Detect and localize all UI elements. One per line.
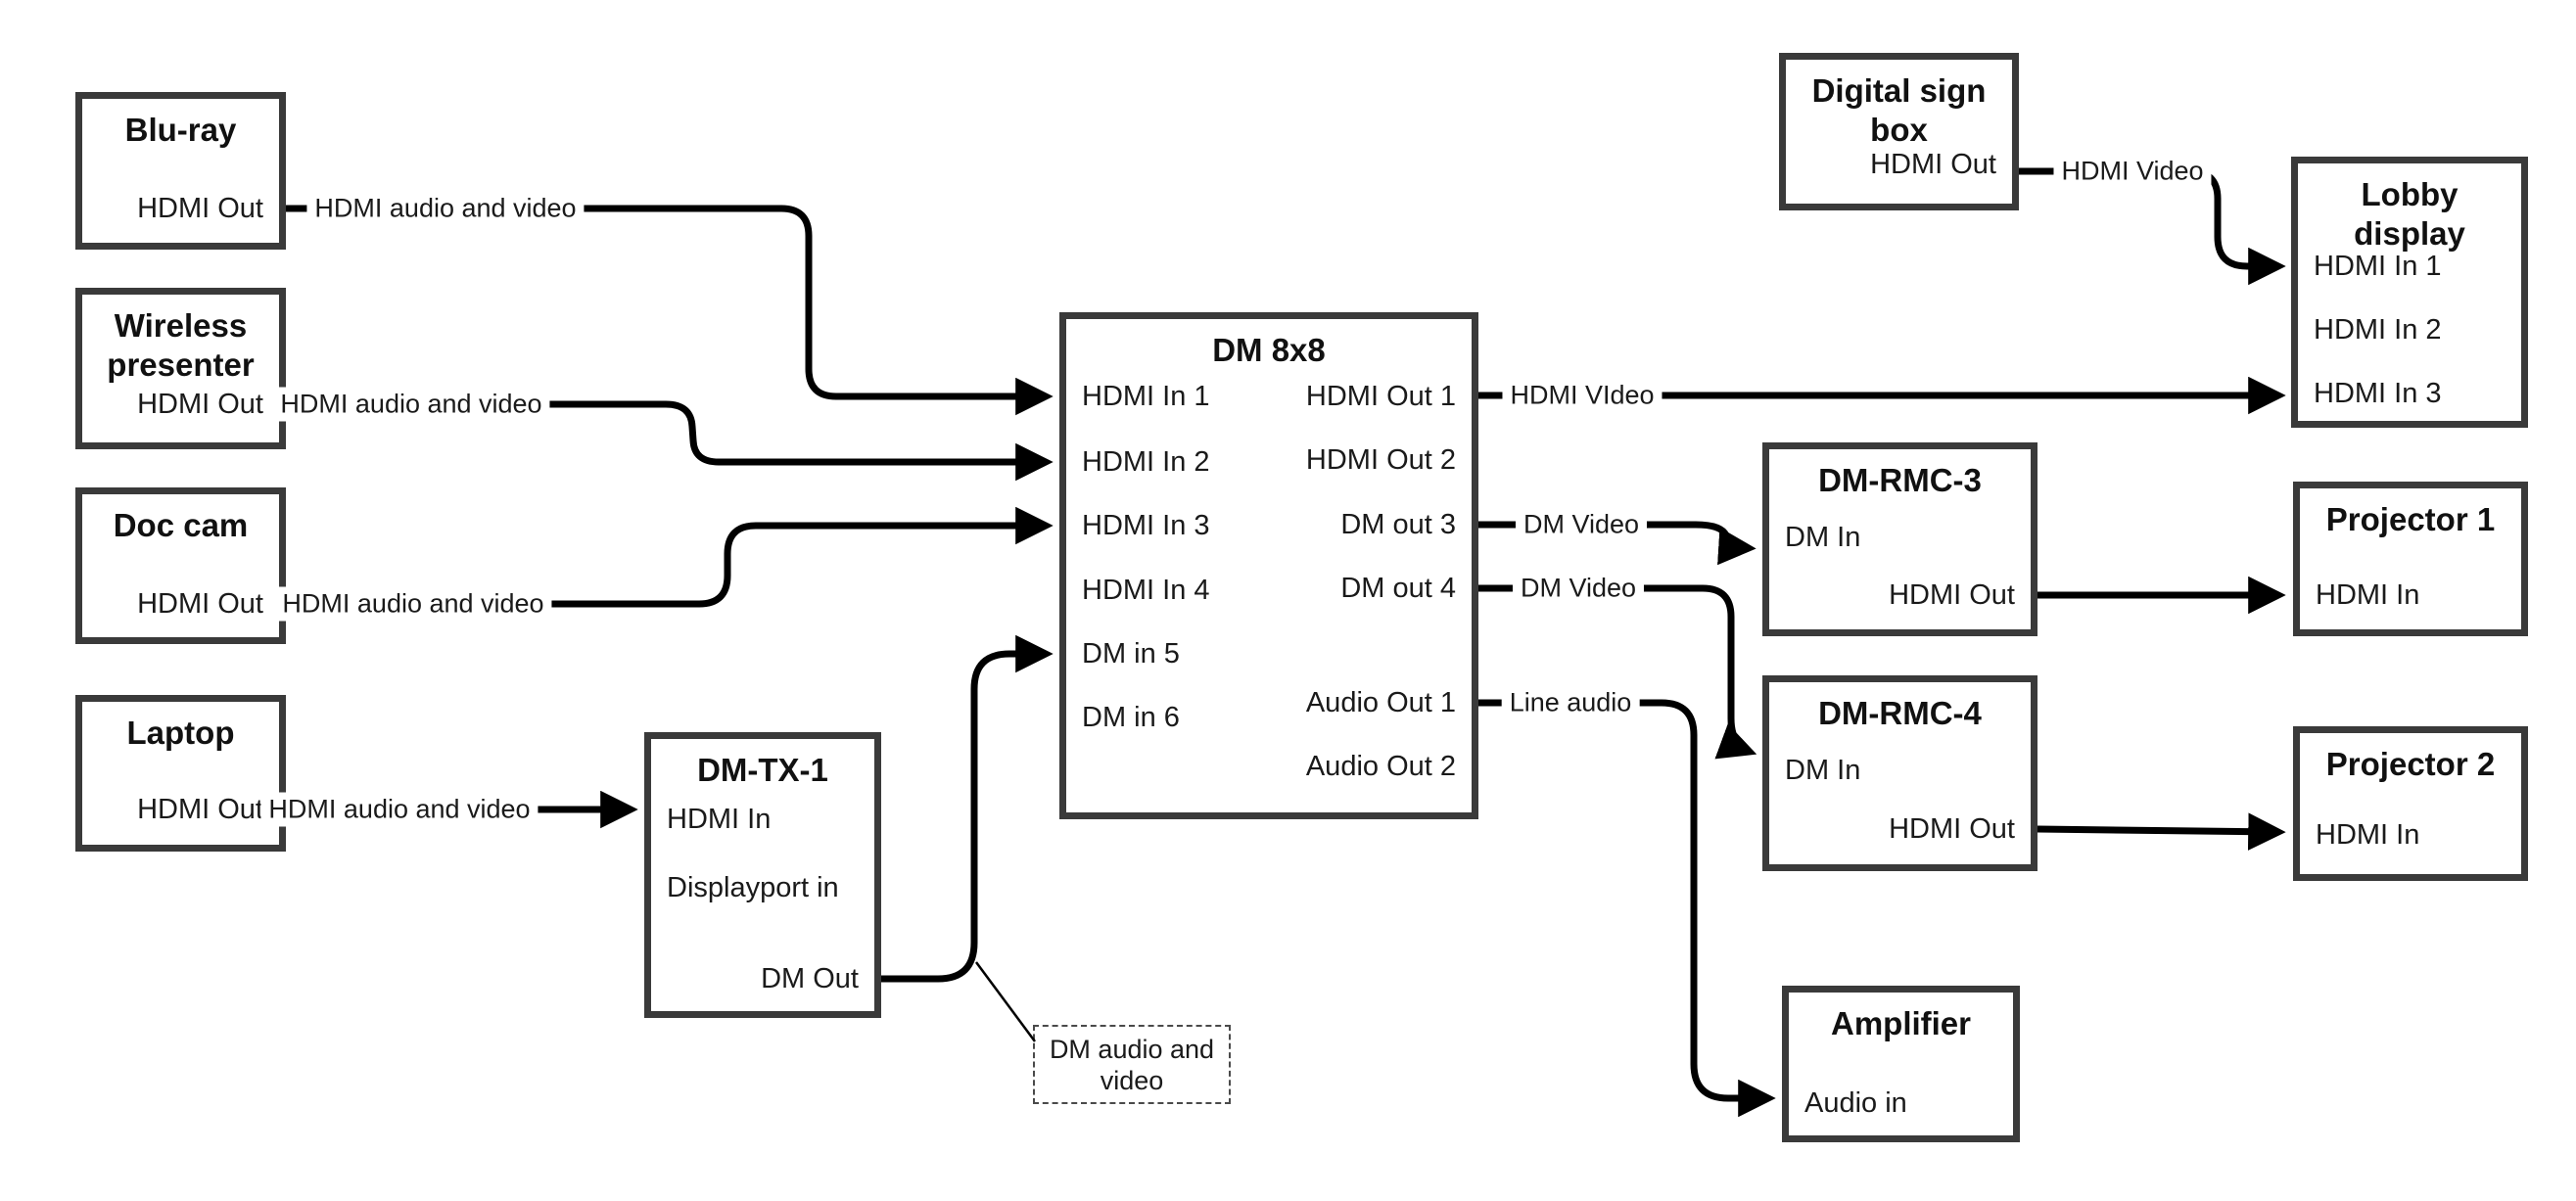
node-bluray: Blu-ray HDMI Out: [75, 92, 286, 250]
port-hdmi-in: HDMI In: [2316, 579, 2420, 611]
wire-label: Line audio: [1501, 685, 1640, 720]
port-hdmi-out-2: HDMI Out 2: [1305, 444, 1456, 476]
node-title: Amplifier: [1830, 1005, 1972, 1041]
port-hdmi-out: HDMI Out: [1870, 149, 1996, 180]
wire-dmtx1-to-dm8x8: [881, 634, 1054, 983]
node-title: DM-TX-1: [697, 752, 828, 788]
wire-label: HDMI audio and video: [272, 387, 550, 422]
wire-dmout4-to-dmrmc4: [1478, 584, 1757, 760]
wire-label: HDMI audio and video: [306, 191, 585, 226]
port-hdmi-in-1: HDMI In 1: [1082, 381, 1210, 412]
port-hdmi-out-1: HDMI Out 1: [1305, 381, 1456, 412]
port-dm-in-5: DM in 5: [1082, 638, 1180, 670]
node-dm-tx-1: DM-TX-1 HDMI In Displayport in DM Out: [644, 732, 881, 1018]
node-title: Blu-ray: [124, 112, 237, 148]
node-dm-rmc-3: DM-RMC-3 DM In HDMI Out: [1762, 442, 2037, 636]
port-dm-in: DM In: [1785, 755, 1861, 786]
callout-dm-audio-and-video: DM audio and video: [1033, 1025, 1231, 1104]
node-title: Lobby display: [2354, 176, 2465, 252]
port-hdmi-out: HDMI Out: [137, 588, 263, 620]
port-audio-in: Audio in: [1804, 1087, 1907, 1119]
port-displayport-in: Displayport in: [667, 872, 839, 903]
port-hdmi-in-2: HDMI In 2: [1082, 446, 1210, 478]
wire-label: DM Video: [1515, 507, 1648, 542]
port-hdmi-in-4: HDMI In 4: [1082, 575, 1210, 606]
node-title: Doc cam: [113, 507, 249, 543]
wire-label: HDMI VIdeo: [1502, 378, 1663, 413]
wire-audioout1-to-amp: [1478, 699, 1776, 1118]
node-dm-8x8: DM 8x8 HDMI In 1 HDMI In 2 HDMI In 3 HDM…: [1059, 312, 1478, 819]
port-hdmi-in-1: HDMI In 1: [2314, 251, 2442, 282]
node-title: DM 8x8: [1212, 332, 1326, 368]
port-audio-out-2: Audio Out 2: [1305, 751, 1456, 782]
port-dm-out: DM Out: [761, 963, 859, 994]
node-amplifier: Amplifier Audio in: [1782, 986, 2020, 1142]
wire-dmrmc4-to-proj2: [2037, 812, 2286, 851]
node-title: Projector 1: [2325, 501, 2496, 537]
node-title: DM-RMC-3: [1818, 462, 1982, 498]
node-title: Digital sign box: [1811, 72, 1987, 148]
port-hdmi-in-2: HDMI In 2: [2314, 314, 2442, 346]
node-title: Wireless presenter: [107, 307, 255, 383]
wire-bluray-to-dm8x8: [286, 205, 1054, 416]
callout-leader-line: [974, 961, 1037, 1042]
node-wireless-presenter: Wireless presenter HDMI Out: [75, 288, 286, 449]
port-hdmi-out: HDMI Out: [1889, 813, 2015, 845]
node-title: Laptop: [126, 715, 235, 751]
port-hdmi-in-3: HDMI In 3: [1082, 510, 1210, 541]
port-hdmi-out: HDMI Out: [137, 794, 263, 825]
node-title: Projector 2: [2325, 746, 2496, 782]
node-lobby-display: Lobby display HDMI In 1 HDMI In 2 HDMI I…: [2291, 157, 2528, 428]
node-laptop: Laptop HDMI Out: [75, 695, 286, 852]
port-audio-out-1: Audio Out 1: [1305, 687, 1456, 718]
wire-label: HDMI audio and video: [274, 586, 552, 622]
port-hdmi-in: HDMI In: [667, 804, 772, 835]
port-dm-in: DM In: [1785, 522, 1861, 553]
node-title: DM-RMC-4: [1818, 695, 1982, 731]
port-dm-out-3: DM out 3: [1340, 509, 1456, 540]
port-dm-in-6: DM in 6: [1082, 702, 1180, 733]
port-hdmi-out: HDMI Out: [137, 193, 263, 224]
port-hdmi-out: HDMI Out: [1889, 579, 2015, 611]
port-hdmi-out: HDMI Out: [137, 389, 263, 420]
port-dm-out-4: DM out 4: [1340, 573, 1456, 604]
wire-label: HDMI audio and video: [260, 792, 539, 827]
wire-label: DM Video: [1512, 571, 1645, 606]
port-hdmi-in-3: HDMI In 3: [2314, 378, 2442, 409]
node-projector-1: Projector 1 HDMI In: [2293, 482, 2528, 636]
wire-label: HDMI Video: [2053, 154, 2212, 189]
node-doc-cam: Doc cam HDMI Out: [75, 487, 286, 644]
node-digital-sign-box: Digital sign box HDMI Out: [1779, 53, 2019, 210]
port-hdmi-in: HDMI In: [2316, 819, 2420, 851]
node-dm-rmc-4: DM-RMC-4 DM In HDMI Out: [1762, 675, 2037, 871]
node-projector-2: Projector 2 HDMI In: [2293, 726, 2528, 881]
